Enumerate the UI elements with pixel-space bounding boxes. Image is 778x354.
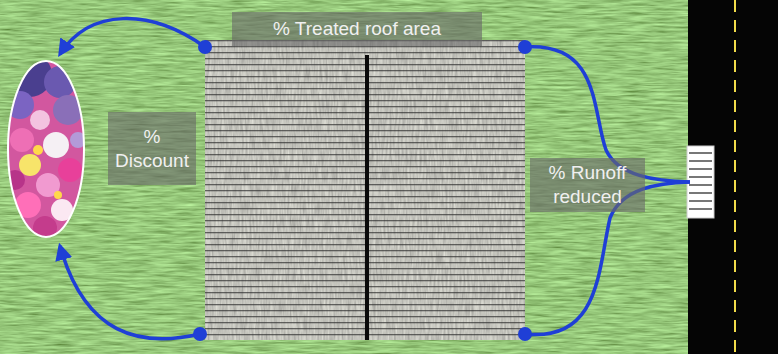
label-box: % Treated roof area — [232, 12, 482, 46]
arrow-dots — [193, 40, 532, 341]
label-text: % Treated roof area — [273, 17, 441, 41]
road — [688, 0, 778, 354]
storm-drain — [687, 146, 714, 218]
roof-image — [205, 40, 525, 340]
label-text: % Runoff reduced — [534, 161, 641, 209]
label-box: % Discount — [108, 112, 196, 185]
blue-arrows — [60, 19, 690, 339]
label-box: % Runoff reduced — [530, 158, 645, 212]
flower-garden — [0, 53, 90, 245]
label-text: % Discount — [112, 125, 192, 173]
